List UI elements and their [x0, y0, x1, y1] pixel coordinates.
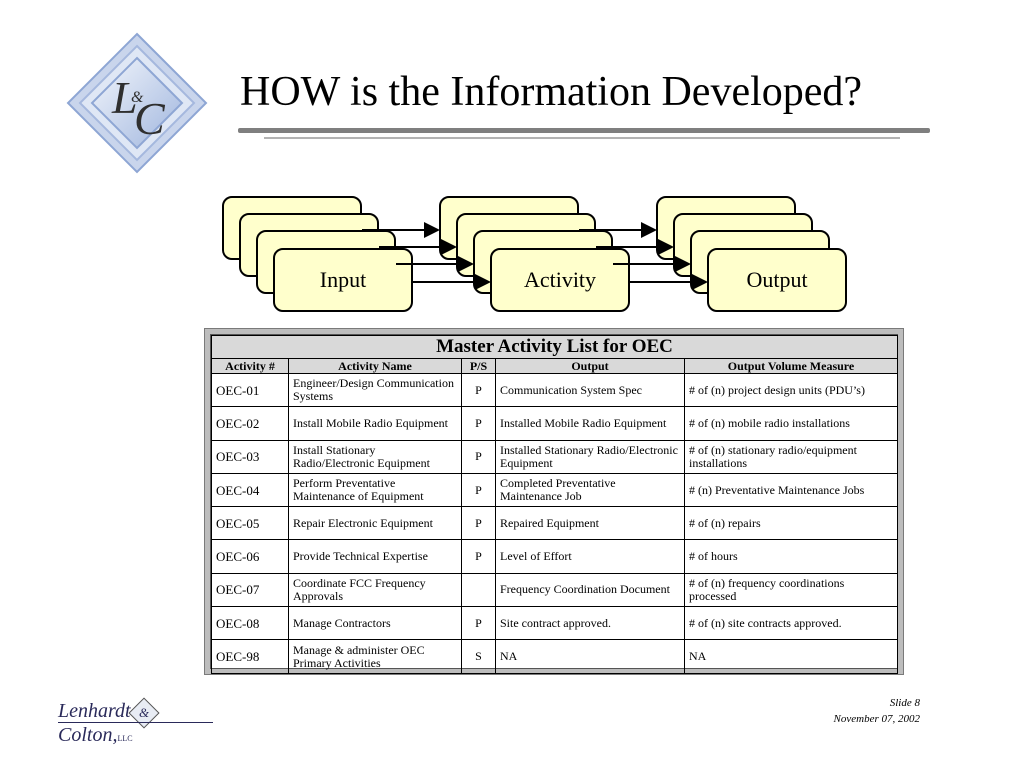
activity-name-cell: Install Stationary Radio/Electronic Equi… — [288, 439, 462, 474]
footer-company-suffix: LLC — [117, 734, 133, 743]
input-box: Input — [273, 248, 413, 312]
output-measure-cell: # of (n) frequency coordinations process… — [684, 572, 898, 608]
activity-name-cell: Coordinate FCC Frequency Approvals — [288, 572, 462, 608]
activity-name-cell: Repair Electronic Equipment — [288, 506, 462, 541]
ps-cell: P — [461, 606, 496, 641]
activity-table-frame: Master Activity List for OEC Activity # … — [204, 328, 904, 675]
activity-number-cell: OEC-98 — [211, 639, 289, 674]
activity-number-cell: OEC-02 — [211, 406, 289, 441]
master-activity-table: Master Activity List for OEC Activity # … — [211, 335, 898, 674]
output-measure-cell: # of (n) mobile radio installations — [684, 406, 898, 441]
activity-name-cell: Perform Preventative Maintenance of Equi… — [288, 472, 462, 508]
output-measure-cell: NA — [684, 639, 898, 674]
activity-number-cell: OEC-05 — [211, 506, 289, 541]
footer-company-name-left: Lenhardt — [58, 700, 131, 722]
activity-number-cell: OEC-03 — [211, 439, 289, 474]
activity-name-cell: Engineer/Design Communication Systems — [288, 372, 462, 408]
company-logo: L & C — [62, 28, 212, 178]
column-header: Output Volume Measure — [684, 358, 898, 374]
activity-number-cell: OEC-08 — [211, 606, 289, 641]
output-cell: Communication System Spec — [495, 372, 685, 408]
output-cell: Site contract approved. — [495, 606, 685, 641]
activity-name-cell: Install Mobile Radio Equipment — [288, 406, 462, 441]
output-cell: Level of Effort — [495, 539, 685, 574]
column-header: Activity Name — [288, 358, 462, 374]
slide-date: November 07, 2002 — [833, 713, 920, 725]
activity-name-cell: Manage Contractors — [288, 606, 462, 641]
activity-number-cell: OEC-06 — [211, 539, 289, 574]
output-cell: Repaired Equipment — [495, 506, 685, 541]
ps-cell: P — [461, 539, 496, 574]
ps-cell: P — [461, 439, 496, 474]
output-cell: NA — [495, 639, 685, 674]
output-measure-cell: # (n) Preventative Maintenance Jobs — [684, 472, 898, 508]
title-rule-thin — [264, 137, 900, 139]
activity-name-cell: Manage & administer OEC Primary Activiti… — [288, 639, 462, 674]
svg-text:L: L — [111, 72, 138, 123]
output-cell: Completed Preventative Maintenance Job — [495, 472, 685, 508]
slide-number: Slide 8 — [889, 697, 920, 709]
activity-number-cell: OEC-01 — [211, 372, 289, 408]
logo-graphic: L & C — [66, 32, 208, 174]
column-header: Output — [495, 358, 685, 374]
footer-company-logo: Lenhardt&Colton,LLC — [58, 697, 218, 746]
output-measure-cell: # of (n) stationary radio/equipment inst… — [684, 439, 898, 474]
ps-cell: P — [461, 372, 496, 408]
footer-ampersand-badge: & — [128, 697, 160, 729]
footer-company-name-right: Colton, — [58, 724, 118, 746]
activity-number-cell: OEC-04 — [211, 472, 289, 508]
activity-box: Activity — [490, 248, 630, 312]
column-header: Activity # — [211, 358, 289, 374]
ps-cell: P — [461, 472, 496, 508]
output-measure-cell: # of (n) repairs — [684, 506, 898, 541]
activity-number-cell: OEC-07 — [211, 572, 289, 608]
ps-cell: S — [461, 639, 496, 674]
output-cell: Frequency Coordination Document — [495, 572, 685, 608]
activity-name-cell: Provide Technical Expertise — [288, 539, 462, 574]
title-rule — [238, 128, 930, 133]
column-header: P/S — [461, 358, 496, 374]
table-title: Master Activity List for OEC — [211, 335, 898, 358]
output-cell: Installed Stationary Radio/Electronic Eq… — [495, 439, 685, 474]
ps-cell — [461, 572, 496, 608]
output-measure-cell: # of hours — [684, 539, 898, 574]
output-box: Output — [707, 248, 847, 312]
activity-table-panel: Master Activity List for OEC Activity # … — [210, 334, 898, 674]
ps-cell: P — [461, 506, 496, 541]
svg-text:C: C — [134, 93, 166, 144]
output-measure-cell: # of (n) site contracts approved. — [684, 606, 898, 641]
table-header-row: Activity # Activity Name P/S Output Outp… — [211, 358, 898, 374]
ps-cell: P — [461, 406, 496, 441]
svg-text:&: & — [131, 89, 144, 106]
output-measure-cell: # of (n) project design units (PDU’s) — [684, 372, 898, 408]
output-cell: Installed Mobile Radio Equipment — [495, 406, 685, 441]
page-title: HOW is the Information Developed? — [240, 69, 863, 115]
footer-logo-underline — [58, 722, 213, 723]
